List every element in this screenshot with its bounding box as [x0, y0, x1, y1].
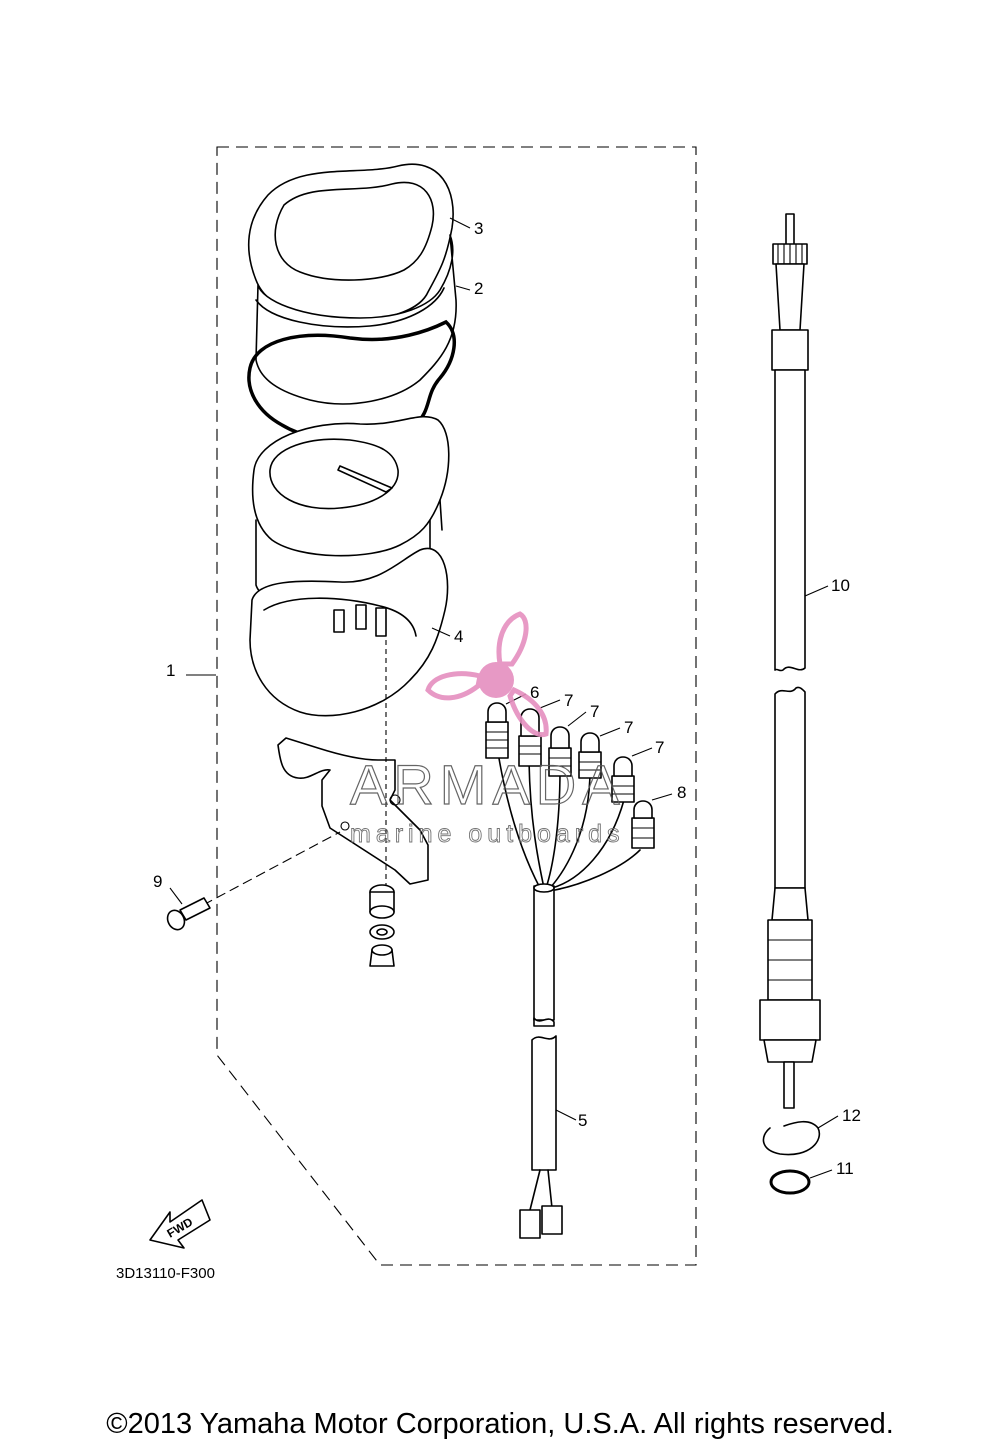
- part-cable: [759, 213, 821, 1109]
- part-bracket: [189, 640, 429, 913]
- callout-6: 6: [530, 683, 539, 702]
- callout-2: 2: [474, 279, 483, 298]
- part-bezel: [247, 163, 454, 324]
- watermark: ARMADA marine outboards: [349, 611, 626, 848]
- assembly-boundary: [216, 146, 697, 1266]
- part-clip: [762, 1120, 821, 1156]
- fwd-arrow-icon: FWD: [149, 1199, 211, 1249]
- callout-11: 11: [836, 1159, 854, 1178]
- copyright-footer: ©2013 Yamaha Motor Corporation, U.S.A. A…: [106, 1408, 894, 1440]
- callout-4: 4: [454, 627, 463, 646]
- part-case: [249, 547, 449, 717]
- part-harness: [495, 739, 641, 1239]
- callout-3: 3: [474, 219, 483, 238]
- part-small-o-ring: [769, 1169, 811, 1195]
- part-o-ring: [247, 319, 456, 443]
- diagram-code: 3D13110-F300: [116, 1265, 215, 1282]
- callout-7b: 7: [590, 702, 599, 721]
- part-bulbs: [485, 702, 655, 849]
- callout-12: 12: [842, 1106, 861, 1125]
- callout-7a: 7: [564, 691, 573, 710]
- part-screw: [166, 897, 211, 931]
- callout-1: 1: [166, 661, 175, 680]
- callouts: 3 2 4 1 6 7 7 7 7 8 9 10 5 12 11: [153, 219, 861, 1178]
- leader-lines: [169, 217, 839, 1179]
- watermark-tagline: marine outboards: [350, 820, 625, 848]
- callout-7d: 7: [655, 738, 664, 757]
- callout-8: 8: [677, 783, 686, 802]
- watermark-name: ARMADA: [350, 753, 626, 816]
- propeller-logo-icon: [425, 611, 549, 738]
- callout-5: 5: [578, 1111, 587, 1130]
- callout-10: 10: [831, 576, 850, 595]
- part-cover: [255, 234, 457, 405]
- callout-9: 9: [153, 872, 162, 891]
- callout-7c: 7: [624, 718, 633, 737]
- part-grommet-washer-nut: [369, 884, 395, 967]
